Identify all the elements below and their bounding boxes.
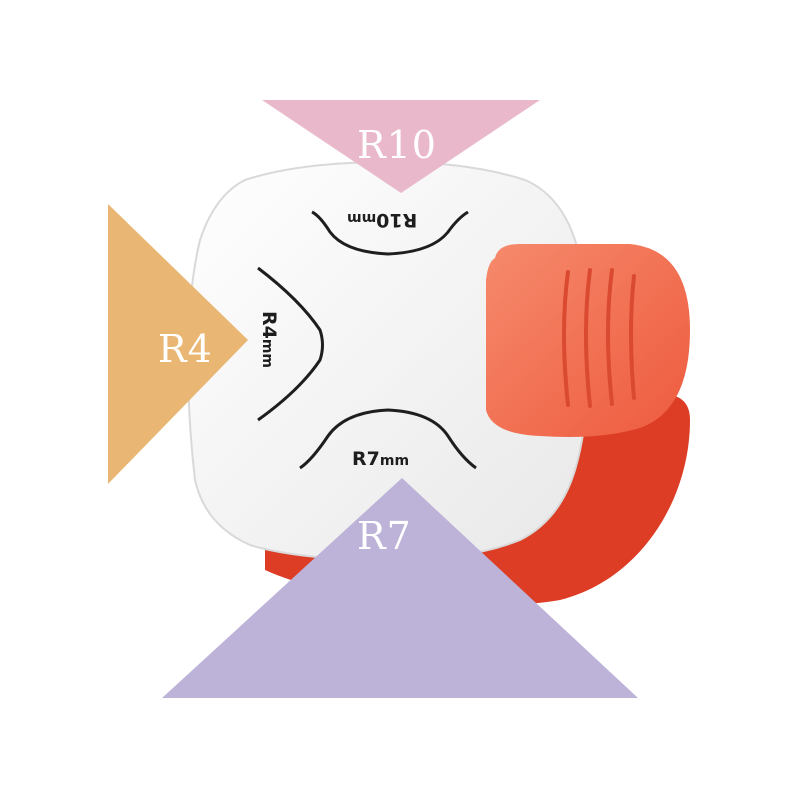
curve-mark-r4 xyxy=(257,266,324,422)
curve-mark-r10 xyxy=(311,210,469,256)
triangle-top-label: R10 xyxy=(357,123,437,167)
engraving-r4: R4mm xyxy=(258,310,281,369)
engraving-r4-unit: mm xyxy=(259,338,276,369)
triangle-left xyxy=(108,204,248,484)
triangle-bottom xyxy=(162,478,638,698)
curve-mark-r7 xyxy=(299,408,477,470)
engraving-r10-value: R10 xyxy=(376,209,418,231)
triangle-bottom-label: R7 xyxy=(357,514,412,558)
engraving-r4-value: R4 xyxy=(258,310,281,339)
engraving-r7-value: R7 xyxy=(352,448,380,470)
engraving-r7: R7mm xyxy=(352,450,409,469)
engraving-r10-unit: mm xyxy=(347,210,377,226)
triangle-left-label: R4 xyxy=(158,327,213,371)
engraving-r7-unit: mm xyxy=(379,453,410,469)
triangle-top xyxy=(262,100,540,193)
engraving-r10: R10mm xyxy=(347,209,418,231)
handle-grip-ridges xyxy=(562,268,636,408)
